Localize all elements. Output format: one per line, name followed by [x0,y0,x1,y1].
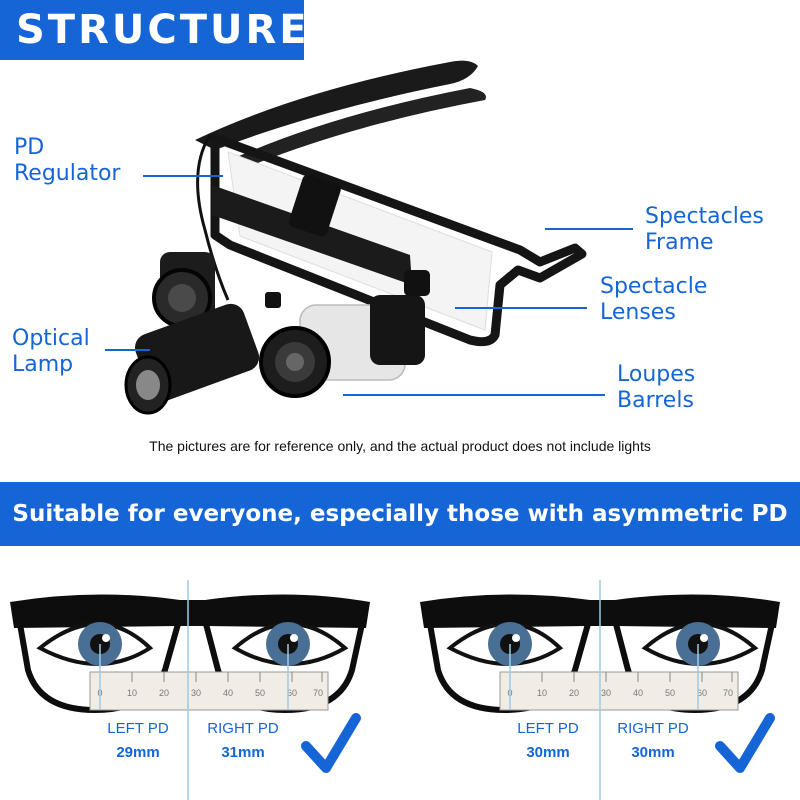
eye-icon [446,622,564,666]
label-pd-regulator: PD Regulator [14,135,121,186]
ruler: 0 10 20 30 40 50 60 70 [89,671,329,711]
ruler-tick-label: 30 [601,688,611,698]
leader-loupes-barrels [343,394,605,396]
ruler-tick-label: 60 [697,688,707,698]
right-pd-label: RIGHT PD [207,720,279,737]
section-title: STRUCTURE [0,0,307,60]
glasses-illustration-left: 0 10 20 30 40 50 60 70 [10,580,370,800]
ruler-tick-label: 70 [723,688,733,698]
left-pd-label: LEFT PD [107,720,169,737]
right-pd-value: 31mm [221,744,265,761]
right-pd-label: RIGHT PD [617,720,689,737]
ruler-tick-label: 60 [287,688,297,698]
disclaimer-text: The pictures are for reference only, and… [149,438,651,454]
eye-icon [231,622,349,666]
ruler-tick-label: 50 [255,688,265,698]
ruler-tick-label: 70 [313,688,323,698]
label-loupes-barrels: Loupes Barrels [617,362,696,413]
checkmark-icon [715,713,775,773]
left-pd-label: LEFT PD [517,720,579,737]
ruler: 0 10 20 30 40 50 60 70 [499,671,739,711]
label-optical-lamp: Optical Lamp [12,326,90,377]
ruler-tick-label: 10 [537,688,547,698]
eye-icon [641,622,759,666]
leader-optical-lamp [105,349,150,351]
left-pd-value: 30mm [526,744,570,761]
ruler-tick-label: 40 [223,688,233,698]
leader-spectacle-lenses [455,307,587,309]
label-spectacle-lenses: Spectacle Lenses [600,274,708,325]
eye-icon [36,622,154,666]
ruler-tick-label: 10 [127,688,137,698]
loupes-product-image [124,60,587,415]
leader-spectacles-frame [545,228,633,230]
pd-banner: Suitable for everyone, especially those … [0,482,800,546]
ruler-tick-label: 30 [191,688,201,698]
checkmark-icon [301,713,361,773]
ruler-tick-label: 40 [633,688,643,698]
right-pd-value: 30mm [631,744,675,761]
glasses-illustration-right: 0 10 20 30 40 50 60 70 [420,580,780,800]
leader-pd-regulator [143,175,223,177]
ruler-tick-label: 50 [665,688,675,698]
left-pd-value: 29mm [116,744,160,761]
ruler-tick-label: 20 [569,688,579,698]
ruler-tick-label: 20 [159,688,169,698]
label-spectacles-frame: Spectacles Frame [645,204,764,255]
